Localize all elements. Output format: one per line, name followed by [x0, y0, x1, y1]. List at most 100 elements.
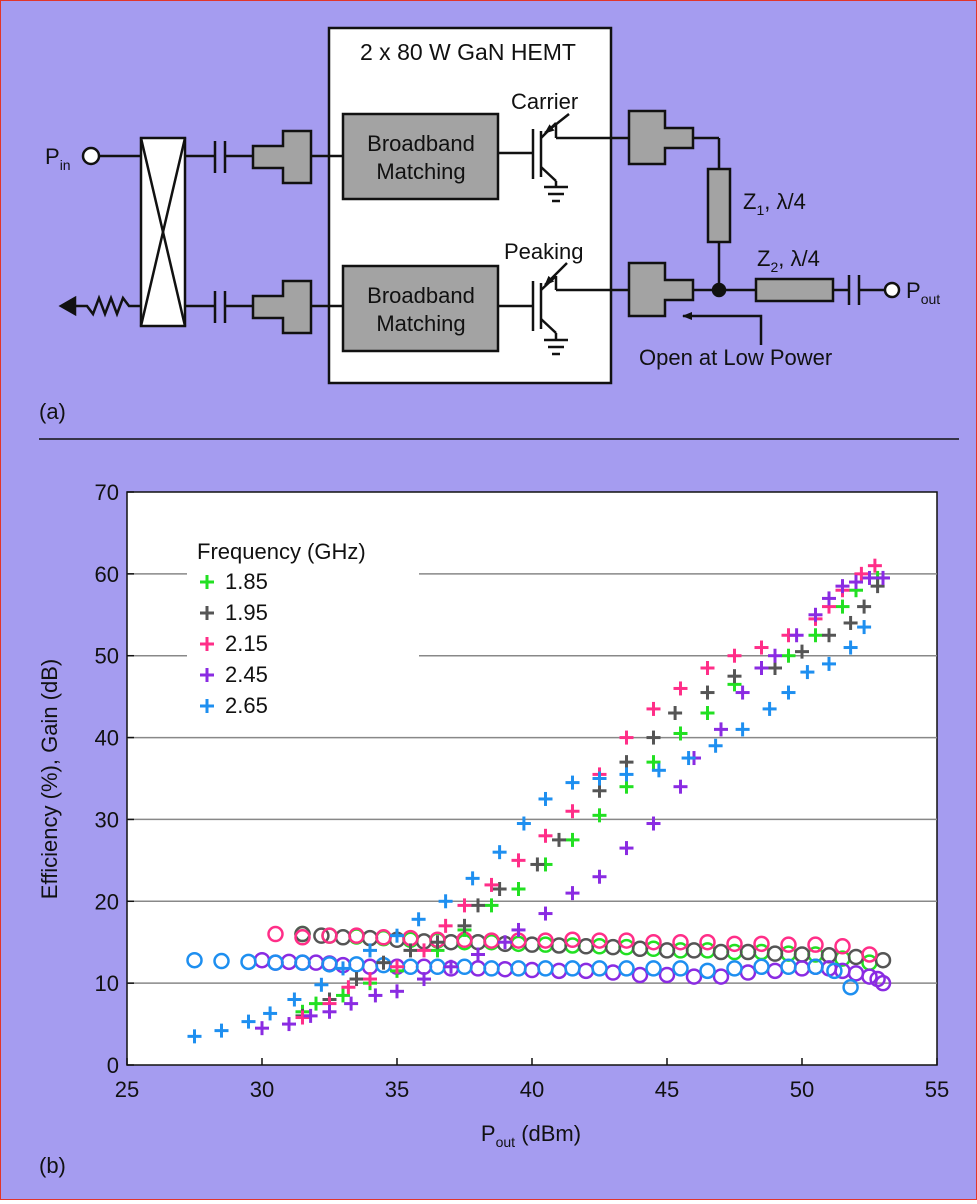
- gain-point: [267, 954, 284, 971]
- efficiency-point: [336, 988, 350, 1003]
- efficiency-point: [854, 566, 869, 581]
- gain-point: [483, 932, 500, 949]
- efficiency-point: [565, 886, 580, 901]
- gain-point: [834, 938, 851, 955]
- y-tick-label: 70: [95, 480, 119, 505]
- efficiency-point: [376, 955, 391, 970]
- gain-point: [712, 943, 730, 961]
- termination-resistor: [75, 294, 141, 318]
- efficiency-point: [287, 992, 302, 1007]
- efficiency-point: [314, 977, 329, 992]
- gain-point: [739, 943, 757, 961]
- gain-point: [699, 933, 716, 951]
- gain-point: [699, 962, 716, 980]
- gain-point: [537, 932, 554, 949]
- gain-point: [604, 938, 622, 956]
- combining-node: [711, 282, 727, 298]
- efficiency-point: [808, 607, 823, 622]
- gain-point: [348, 956, 365, 973]
- efficiency-point: [417, 972, 431, 987]
- legend-box: [187, 534, 419, 730]
- efficiency-point: [673, 681, 688, 696]
- gain-point: [564, 931, 581, 949]
- efficiency-point: [800, 665, 815, 680]
- legend-entry: 1.95: [225, 600, 268, 625]
- efficiency-point: [465, 871, 480, 886]
- x-tick-label: 30: [250, 1077, 274, 1102]
- gain-point: [631, 966, 649, 984]
- x-tick-label: 35: [385, 1077, 409, 1102]
- input-stub-top: [251, 129, 313, 185]
- legend-entry: 2.65: [225, 693, 268, 718]
- output-stub-carrier: [627, 109, 695, 166]
- efficiency-point: [843, 615, 858, 630]
- efficiency-point: [681, 751, 696, 766]
- efficiency-point: [727, 648, 742, 663]
- efficiency-point: [646, 701, 661, 716]
- carrier-label: Carrier: [511, 89, 578, 114]
- gain-point: [753, 935, 770, 953]
- efficiency-point: [700, 706, 715, 721]
- gain-point: [658, 942, 676, 959]
- efficiency-point: [538, 906, 553, 921]
- efficiency-point: [322, 1004, 337, 1019]
- efficiency-point: [735, 685, 750, 700]
- efficiency-point: [538, 791, 553, 806]
- gain-point: [577, 938, 595, 955]
- efficiency-point: [457, 898, 472, 913]
- data-marks: [186, 558, 892, 1044]
- efficiency-point: [200, 606, 214, 620]
- efficiency-point: [781, 685, 796, 700]
- gain-point: [375, 929, 392, 946]
- peaking-arrow-icon: [544, 262, 568, 286]
- input-stub-bottom: [251, 279, 313, 335]
- efficiency-point: [438, 894, 453, 909]
- efficiency-point: [363, 972, 377, 987]
- gain-point: [313, 927, 330, 944]
- legend-entry: 2.45: [225, 662, 268, 687]
- legend: Frequency (GHz)1.851.952.152.452.65: [187, 534, 419, 730]
- gain-point: [780, 936, 797, 953]
- efficiency-point: [511, 853, 526, 868]
- efficiency-point: [444, 959, 458, 974]
- efficiency-point: [390, 959, 404, 974]
- pout-label: Pout: [906, 278, 940, 307]
- efficiency-point: [349, 972, 364, 987]
- efficiency-point: [498, 935, 512, 950]
- ground-arrow-icon: [58, 295, 77, 317]
- efficiency-point: [200, 668, 214, 682]
- circuit-labels: 2 x 80 W GaN HEMT Broadband Matching Bro…: [39, 39, 940, 424]
- efficiency-point: [341, 980, 356, 995]
- y-tick-label: 0: [107, 1053, 119, 1078]
- efficiency-point: [619, 841, 634, 856]
- efficiency-point: [867, 558, 882, 573]
- efficiency-point: [714, 722, 728, 737]
- efficiency-point: [471, 947, 485, 962]
- efficiency-point: [843, 640, 858, 655]
- gain-point: [483, 960, 500, 977]
- efficiency-point: [862, 570, 877, 585]
- efficiency-point: [200, 637, 214, 651]
- efficiency-point: [673, 726, 688, 741]
- efficiency-point: [651, 763, 666, 778]
- efficiency-point: [552, 832, 566, 847]
- y-tick-label: 30: [95, 807, 119, 832]
- efficiency-point: [870, 579, 885, 594]
- gain-point: [753, 958, 770, 976]
- efficiency-point: [822, 591, 836, 606]
- x-tick-label: 25: [115, 1077, 139, 1102]
- matching-label-top-2: Matching: [376, 159, 465, 184]
- gain-point: [510, 960, 527, 977]
- efficiency-point: [646, 816, 661, 831]
- panel-a-label: (a): [39, 399, 66, 424]
- efficiency-point: [646, 755, 661, 770]
- gain-point: [712, 968, 730, 985]
- y-tick-label: 60: [95, 562, 119, 587]
- gain-point: [807, 936, 824, 953]
- efficiency-point: [565, 804, 580, 819]
- pin-label: Pin: [45, 144, 71, 173]
- gain-point: [618, 960, 635, 977]
